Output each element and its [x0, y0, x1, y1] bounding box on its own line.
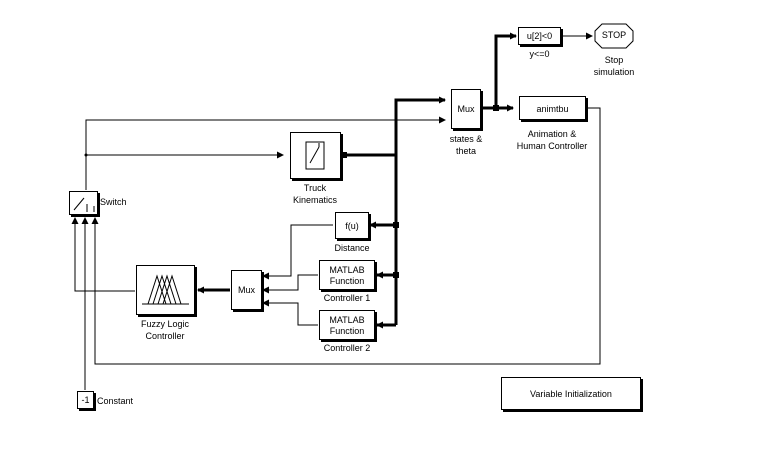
stop-sign-icon[interactable]	[594, 23, 634, 49]
controller2-block[interactable]: MATLAB Function	[319, 310, 375, 340]
controller1-text-1: MATLAB	[329, 265, 365, 275]
feedback-line	[91, 107, 601, 365]
stop-label-2: simulation	[593, 67, 635, 77]
states-mux-block[interactable]: Mux	[451, 89, 481, 129]
controller1-block[interactable]: MATLAB Function	[319, 260, 375, 290]
switch-block[interactable]	[69, 191, 98, 215]
controller1-to-mux-line	[262, 274, 318, 294]
fuzzy-to-switch-line	[71, 217, 135, 292]
variable-initialization-text: Variable Initialization	[530, 389, 612, 399]
constant-label: Constant	[97, 396, 134, 406]
integrator-icon	[305, 141, 325, 170]
controller1-label: Controller 1	[323, 293, 371, 303]
fuzzy-label-2: Controller	[145, 331, 185, 341]
compare-label: y<=0	[529, 49, 550, 59]
distance-to-mux-line	[262, 224, 333, 280]
controller2-text-1: MATLAB	[329, 315, 365, 325]
switch-label: Switch	[100, 197, 127, 207]
states-mux-label-2: theta	[455, 146, 477, 156]
controller2-to-mux-line	[262, 299, 318, 326]
controller2-text-2: Function	[329, 326, 365, 336]
compare-expression: u[2]<0	[526, 31, 553, 41]
variable-initialization-block[interactable]: Variable Initialization	[501, 377, 641, 410]
controller-mux-text: Mux	[237, 285, 255, 295]
compare-block[interactable]: u[2]<0	[518, 27, 561, 45]
fuzzy-logic-block[interactable]	[136, 265, 195, 315]
stop-label-1: Stop	[604, 55, 624, 65]
animation-text: animtbu	[536, 104, 569, 114]
fuzzy-label-1: Fuzzy Logic	[140, 319, 190, 329]
truck-label-1: Truck	[303, 183, 327, 193]
switch-to-mux-line	[85, 116, 446, 190]
constant-value: -1	[81, 395, 90, 405]
states-mux-text: Mux	[457, 104, 475, 114]
stop-text: STOP	[601, 30, 627, 40]
main-bus	[394, 96, 446, 325]
controller2-label: Controller 2	[323, 343, 371, 353]
distance-text: f(u)	[345, 221, 359, 231]
truck-label-2: Kinematics	[292, 195, 337, 205]
switch-icon	[73, 197, 95, 212]
animation-block[interactable]: animtbu	[519, 96, 586, 120]
distance-block[interactable]: f(u)	[335, 212, 369, 239]
constant-block[interactable]: -1	[77, 391, 94, 409]
controller1-text-2: Function	[329, 276, 365, 286]
controller-mux-block[interactable]: Mux	[231, 270, 262, 310]
animation-label-1: Animation &	[527, 129, 577, 139]
truck-kinematics-block[interactable]	[290, 132, 341, 179]
distance-label: Distance	[334, 243, 370, 253]
mux-to-compare	[494, 32, 517, 108]
states-mux-label-1: states &	[449, 134, 483, 144]
fuzzy-membership-icon	[142, 274, 189, 305]
animation-label-2: Human Controller	[516, 141, 588, 151]
